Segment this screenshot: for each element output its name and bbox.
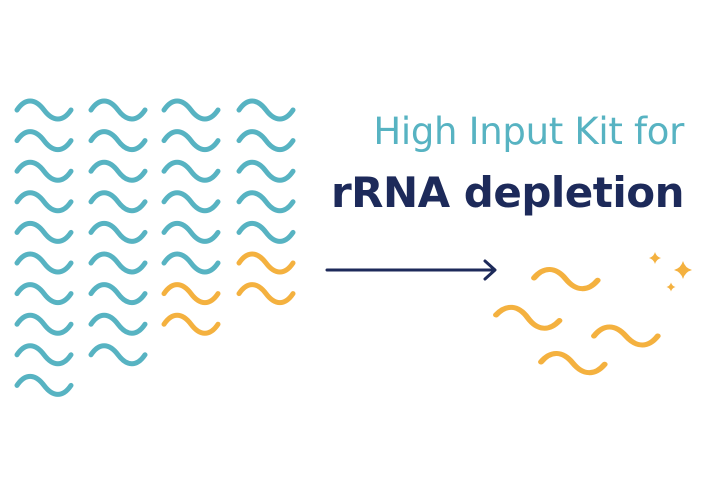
- rna-squiggle-icon: [17, 162, 71, 180]
- title-line-1: High Input Kit for: [373, 110, 684, 153]
- rna-squiggle-icon: [17, 101, 71, 119]
- rna-squiggle-icon: [91, 162, 145, 180]
- rna-squiggle-icon: [91, 132, 145, 150]
- rna-squiggle-icon: [17, 223, 71, 241]
- rna-squiggle-icon: [17, 132, 71, 150]
- rna-squiggle-icon: [91, 315, 145, 333]
- rna-squiggle-icon: [164, 254, 218, 272]
- rna-squiggle-icon: [164, 162, 218, 180]
- rna-squiggle-icon: [239, 193, 293, 211]
- sparkle-icon: [674, 261, 692, 279]
- rna-squiggle-icon: [239, 223, 293, 241]
- arrow-head: [483, 259, 497, 281]
- rna-squiggle-icon: [91, 285, 145, 303]
- target-rna-squiggle-icon: [164, 285, 218, 303]
- sparkle-icon: [649, 252, 661, 264]
- rna-squiggle-icon: [164, 132, 218, 150]
- output-rna-squiggle-icon: [534, 269, 598, 289]
- rna-squiggle-icon: [91, 346, 145, 364]
- rna-squiggle-icon: [164, 193, 218, 211]
- rna-squiggle-icon: [17, 254, 71, 272]
- target-rna-squiggle-icon: [239, 254, 293, 272]
- target-rna-squiggle-icon: [164, 315, 218, 333]
- rna-squiggle-icon: [17, 346, 71, 364]
- rna-squiggle-icon: [17, 285, 71, 303]
- target-rna-squiggle-icon: [239, 285, 293, 303]
- rna-squiggle-icon: [91, 254, 145, 272]
- rna-squiggle-icon: [239, 101, 293, 119]
- rna-squiggle-icon: [91, 193, 145, 211]
- output-rna-group: [495, 269, 658, 373]
- rna-squiggle-icon: [17, 315, 71, 333]
- sparkle-cluster: [649, 252, 692, 292]
- input-rna-grid: [17, 101, 293, 394]
- rna-squiggle-icon: [91, 101, 145, 119]
- rna-squiggle-icon: [239, 132, 293, 150]
- rna-squiggle-icon: [164, 101, 218, 119]
- rna-squiggle-icon: [239, 162, 293, 180]
- output-rna-squiggle-icon: [541, 353, 605, 373]
- sparkle-icon: [666, 282, 676, 292]
- process-arrow: [325, 259, 497, 281]
- rna-squiggle-icon: [164, 223, 218, 241]
- rna-squiggle-icon: [17, 193, 71, 211]
- output-rna-squiggle-icon: [495, 306, 560, 329]
- rna-squiggle-icon: [17, 376, 71, 394]
- title-line-2: rRNA depletion: [330, 168, 685, 217]
- output-rna-squiggle-icon: [594, 327, 658, 345]
- rna-squiggle-icon: [91, 223, 145, 241]
